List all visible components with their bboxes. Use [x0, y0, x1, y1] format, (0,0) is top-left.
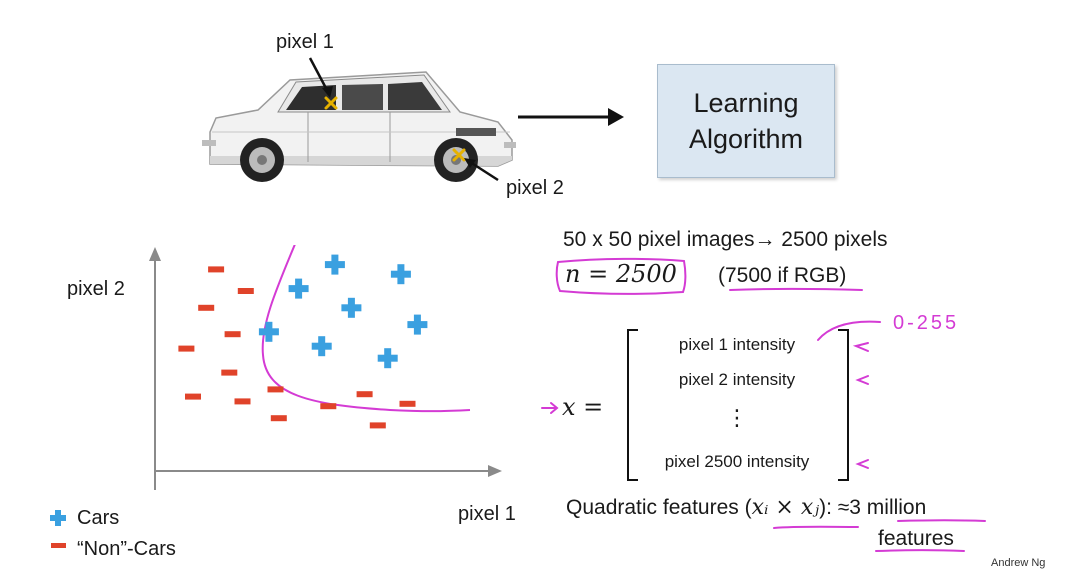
author-credit: Andrew Ng [991, 557, 1046, 569]
pixel1-label: pixel 1 [276, 31, 334, 53]
noncar-point-3 [224, 331, 241, 338]
decision-boundary [261, 245, 471, 413]
right-arrow-icon [518, 108, 624, 126]
noncar-point-4 [178, 345, 195, 352]
car-image [202, 71, 516, 182]
noncar-point-1 [237, 288, 254, 294]
learning-algorithm-box: Learning Algorithm [657, 64, 835, 178]
noncar-point-2 [198, 304, 215, 311]
car-point-6 [311, 336, 332, 357]
noncar-point-13 [369, 422, 386, 429]
scatter-plot [149, 245, 502, 490]
quadratic-features-line: Quadratic features (xᵢ × xⱼ): ≈3 million [566, 495, 926, 520]
noncar-point-10 [320, 403, 337, 410]
legend-cars-icon [50, 510, 66, 526]
learning-box-line-2: Algorithm [688, 124, 804, 154]
noncar-point-8 [234, 398, 251, 405]
car-point-1 [390, 264, 411, 285]
legend-noncars-label: “Non”-Cars [77, 538, 176, 560]
noncar-point-5 [221, 369, 238, 376]
quadratic-features-word: features [878, 527, 954, 550]
noncar-point-0 [208, 266, 225, 273]
car-point-0 [324, 254, 345, 275]
legend-noncars-icon [51, 543, 66, 548]
legend-cars-label: Cars [77, 507, 120, 529]
rgb-note: (7500 if RGB) [718, 264, 847, 287]
pixel2-label: pixel 2 [506, 177, 564, 199]
noncar-point-9 [356, 391, 373, 398]
noncar-point-11 [399, 400, 416, 407]
car-point-2 [288, 278, 309, 299]
x-equation: x = [562, 393, 604, 421]
car-point-3 [341, 297, 362, 318]
car-point-4 [407, 314, 428, 335]
range-note: 0-255 [893, 312, 960, 334]
quadratic-math: xᵢ × xⱼ [751, 495, 820, 520]
noncar-point-6 [267, 386, 284, 393]
pixels-line: 50 x 50 pixel images→ 2500 pixels [563, 228, 888, 251]
quadratic-suffix: ): ≈ [819, 496, 850, 519]
matrix-row-2: pixel 2 intensity [678, 370, 796, 389]
n-equation: n = 2500 [565, 260, 677, 288]
plot-xlabel: pixel 1 [458, 503, 516, 525]
matrix-row-1: pixel 1 intensity [678, 335, 796, 354]
noncar-point-12 [270, 415, 287, 422]
car-point-5 [258, 321, 279, 342]
learning-box-line-1: Learning [693, 88, 799, 118]
plot-ylabel: pixel 2 [67, 278, 125, 300]
car-point-7 [377, 348, 398, 369]
matrix-row-dots: ⋮ [726, 405, 748, 430]
matrix-row-last: pixel 2500 intensity [664, 452, 810, 471]
quadratic-prefix: Quadratic features ( [566, 496, 752, 519]
quadratic-value: 3 million [849, 496, 927, 519]
noncar-point-7 [185, 393, 201, 400]
pixel-pointer-arrows [308, 57, 499, 182]
